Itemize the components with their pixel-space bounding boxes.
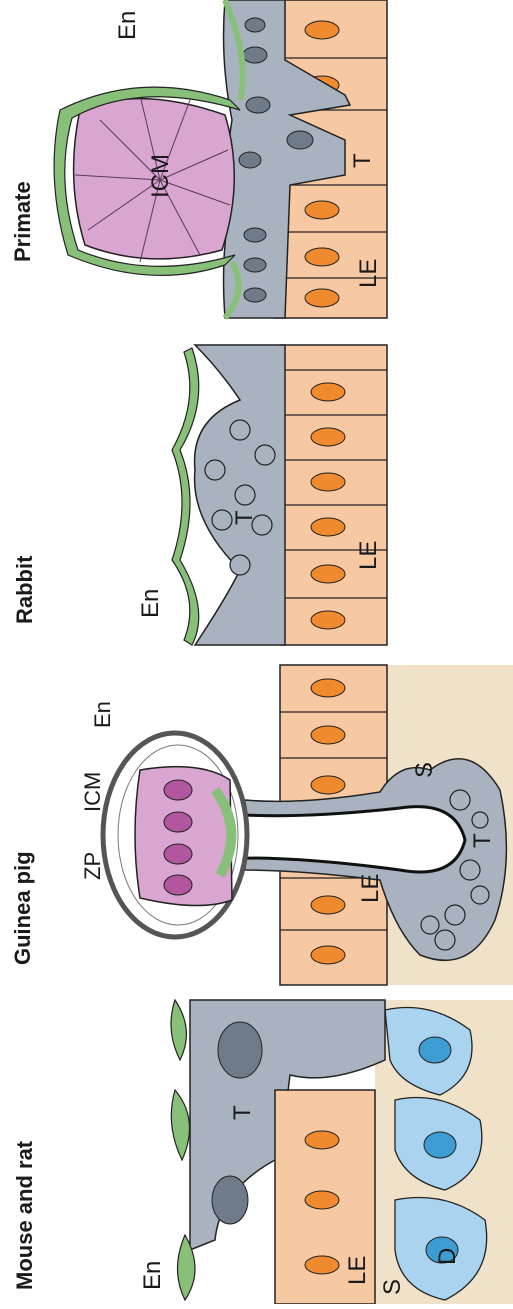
panel-mouse-rat: Mouse and rat En T LE S D [12, 1000, 513, 1304]
svg-text:S: S [379, 1279, 406, 1295]
panel-primate: Primate En ICM T LE [10, 0, 387, 318]
rabbit-title: Rabbit [12, 555, 37, 624]
svg-text:Guinea pig: Guinea pig [10, 851, 35, 965]
guinea-pig-label-t: T [469, 833, 496, 848]
primate-label-le: LE [355, 259, 382, 288]
svg-text:LE: LE [355, 259, 382, 288]
guinea-pig-label-icm: ICM [80, 772, 105, 812]
svg-text:T: T [231, 510, 258, 525]
svg-text:ICM: ICM [80, 772, 105, 812]
svg-text:D: D [434, 1248, 461, 1265]
guinea-pig-label-le: LE [357, 874, 384, 903]
svg-text:T: T [229, 1105, 256, 1120]
svg-text:En: En [90, 701, 115, 728]
mouse-label-le: LE [344, 1256, 371, 1285]
svg-text:S: S [411, 762, 438, 778]
svg-text:Primate: Primate [10, 181, 35, 262]
primate-label-en: En [114, 11, 141, 40]
svg-text:En: En [139, 1261, 166, 1290]
svg-text:T: T [349, 153, 376, 168]
svg-text:ZP: ZP [80, 852, 105, 880]
guinea-pig-label-en: En [90, 701, 115, 728]
mouse-label-en: En [139, 1261, 166, 1290]
mouse-label-d: D [434, 1248, 461, 1265]
svg-text:ICM: ICM [147, 154, 174, 198]
mouse-rat-title: Mouse and rat [12, 1140, 37, 1290]
svg-text:Rabbit: Rabbit [12, 555, 37, 624]
rabbit-label-en: En [137, 589, 164, 618]
primate-label-t: T [349, 153, 376, 168]
guinea-pig-title: Guinea pig [10, 851, 35, 965]
svg-text:En: En [114, 11, 141, 40]
svg-text:Mouse and rat: Mouse and rat [12, 1140, 37, 1290]
primate-label-icm: ICM [147, 154, 174, 198]
svg-text:LE: LE [357, 874, 384, 903]
rabbit-endoderm [172, 348, 199, 645]
primate-title: Primate [10, 181, 35, 262]
panel-guinea-pig: Guinea pig ZP ICM En LE T S [10, 665, 513, 985]
rabbit-label-le: LE [355, 541, 382, 570]
svg-text:En: En [137, 589, 164, 618]
panel-rabbit: Rabbit En T LE [12, 345, 387, 645]
guinea-pig-label-s: S [411, 762, 438, 778]
guinea-pig-label-zp: ZP [80, 852, 105, 880]
mouse-label-t: T [229, 1105, 256, 1120]
svg-text:LE: LE [344, 1256, 371, 1285]
svg-text:T: T [469, 833, 496, 848]
svg-text:LE: LE [355, 541, 382, 570]
mouse-label-s: S [379, 1279, 406, 1295]
rabbit-label-t: T [231, 510, 258, 525]
